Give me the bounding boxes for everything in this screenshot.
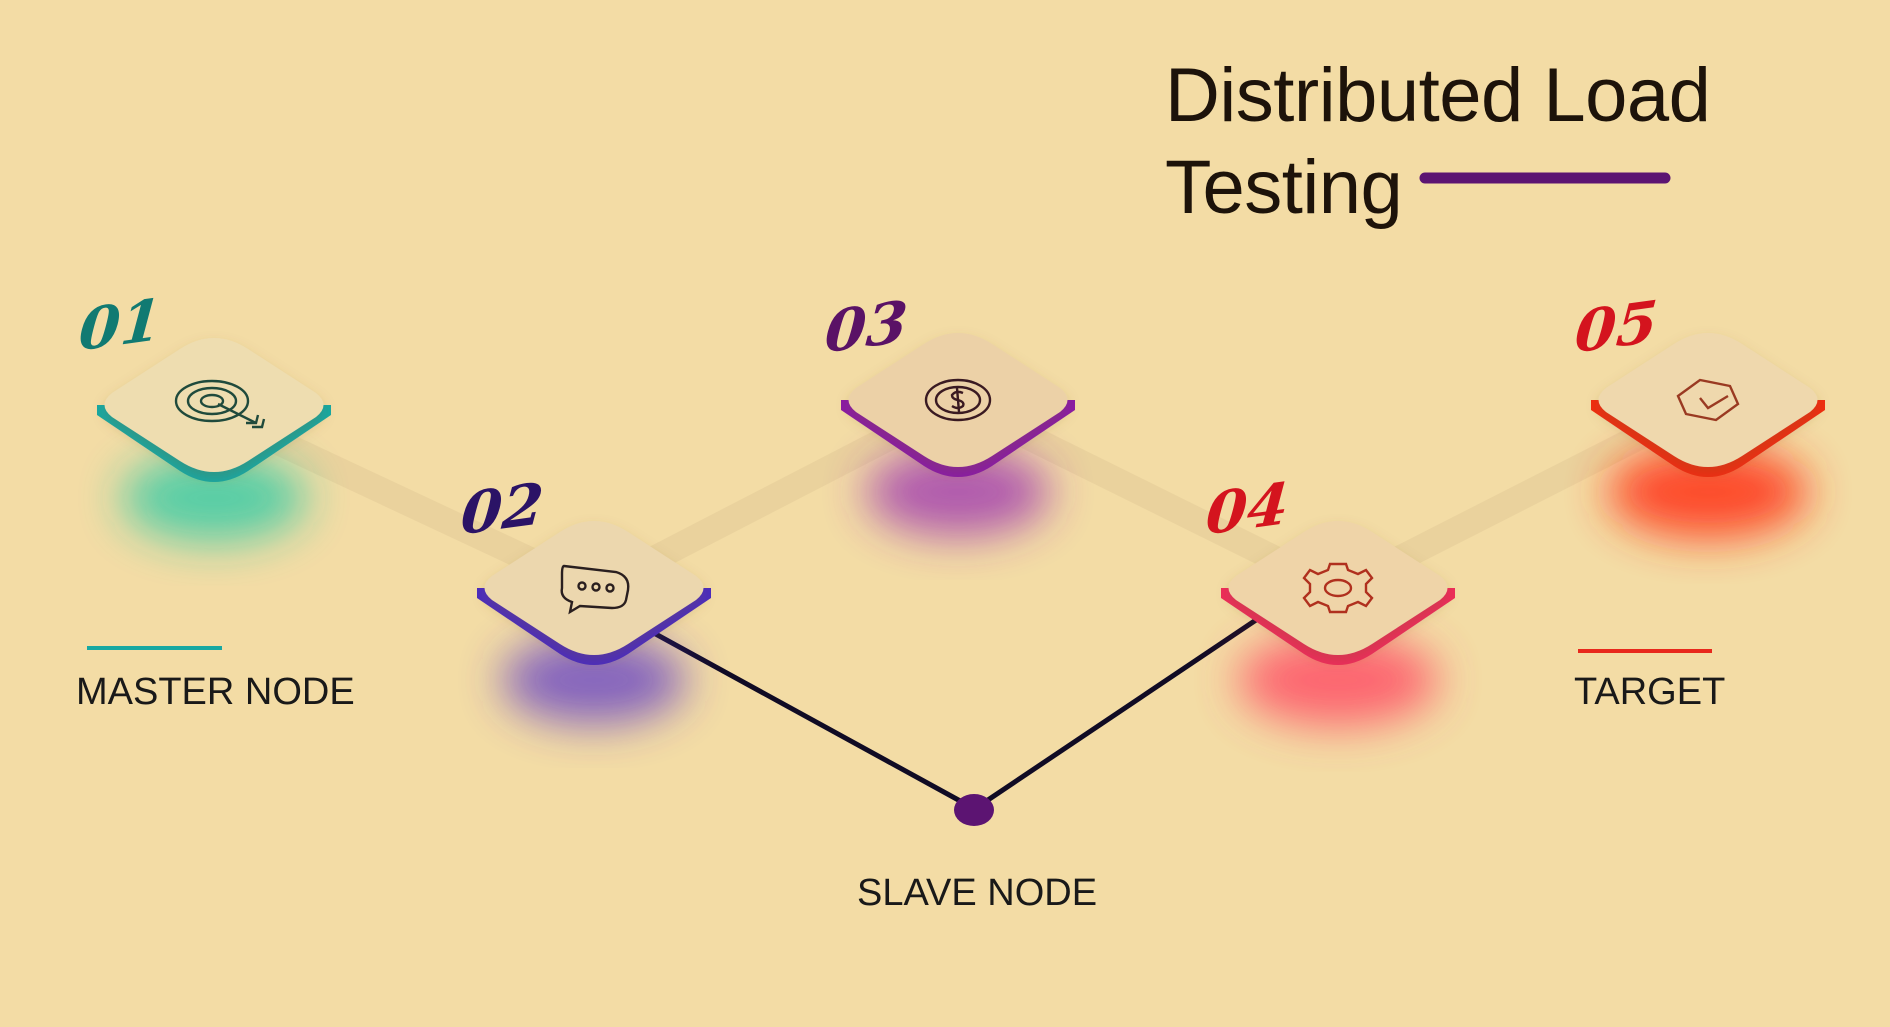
glow-03 (866, 448, 1050, 536)
step-number-01: 01 (76, 285, 164, 365)
slave-line-left (650, 629, 975, 811)
dollar-coin-icon (924, 378, 992, 422)
step-number-05: 05 (1572, 287, 1660, 367)
tile-glows (122, 446, 1808, 726)
glow-01 (122, 454, 306, 542)
step-number-02: 02 (458, 469, 546, 549)
step-number-04: 04 (1203, 469, 1291, 549)
tile-05-top (1598, 333, 1818, 467)
chat-bubble-icon (560, 564, 630, 615)
tile-03 (841, 333, 1075, 477)
glow-05 (1608, 446, 1808, 538)
tile-01 (97, 338, 331, 482)
diagram-title-line-1: Distributed Load (1165, 53, 1711, 138)
slave-connections (650, 617, 1258, 826)
tile-01-top (104, 338, 324, 472)
step-number-03: 03 (822, 287, 910, 367)
glow-02 (502, 636, 686, 724)
gear-icon (1302, 562, 1374, 614)
diagram-title-line-2: Testing (1165, 145, 1403, 230)
slave-node-label: SLAVE NODE (857, 872, 1098, 914)
tile-02 (477, 521, 711, 665)
target-icon (174, 379, 266, 429)
tile-05 (1591, 333, 1825, 477)
tile-04 (1221, 521, 1455, 665)
target-label: TARGET (1574, 671, 1726, 713)
tile-04-top (1228, 521, 1448, 655)
tile-02-top (484, 521, 704, 655)
slave-node-dot (954, 794, 994, 826)
master-node-label: MASTER NODE (76, 671, 355, 713)
checkbox-icon (1676, 378, 1740, 422)
slave-line-right (974, 617, 1258, 811)
glow-04 (1238, 634, 1438, 726)
